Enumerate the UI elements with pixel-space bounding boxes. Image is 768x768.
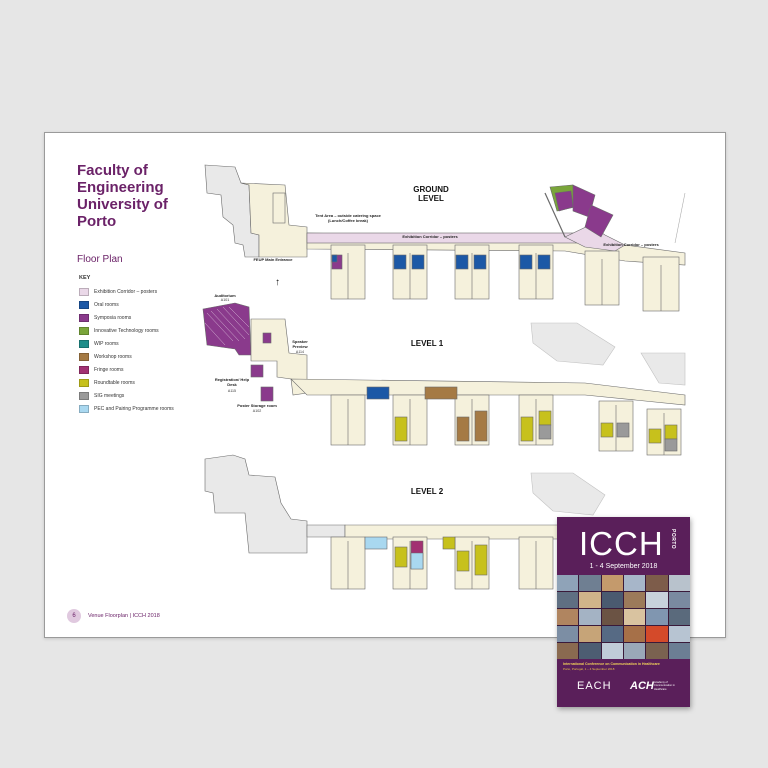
mosaic-tile <box>668 643 690 659</box>
legend-item: Symposia rooms <box>79 311 174 324</box>
mosaic-tile <box>557 643 579 659</box>
entrance-arrow-icon: ↑ <box>275 277 280 288</box>
legend-swatch <box>79 287 89 296</box>
mosaic-tile <box>557 575 579 591</box>
legend-swatch <box>79 313 89 322</box>
mosaic-tile <box>624 643 646 659</box>
footer-text: Venue Floorplan | ICCH 2018 <box>88 613 160 619</box>
mosaic-tile <box>668 592 690 608</box>
page-footer: 6 Venue Floorplan | ICCH 2018 <box>67 609 160 623</box>
registration-code: A115 <box>227 389 237 393</box>
mosaic-tile <box>579 575 601 591</box>
mosaic-tile <box>601 609 623 625</box>
mosaic-tile <box>579 592 601 608</box>
page-subtitle: Floor Plan <box>77 254 123 265</box>
legend-item: Oral rooms <box>79 298 174 311</box>
mosaic-tile <box>668 609 690 625</box>
tent-area-label: Tent Area – outside catering space (Lunc… <box>315 213 381 223</box>
booklet-title: ICCH <box>579 525 664 562</box>
legend-swatch <box>79 378 89 387</box>
mosaic-tile <box>646 575 668 591</box>
speaker-preview-label: Speaker Preview <box>292 339 308 349</box>
mosaic-tile <box>579 643 601 659</box>
legend-swatch <box>79 404 89 413</box>
mosaic-tile <box>624 626 646 642</box>
floor-plan-drawing <box>202 164 686 590</box>
legend-swatch <box>79 339 89 348</box>
mosaic-tile <box>624 609 646 625</box>
corridor-label-east: Exhibition Corridor – posters <box>603 242 659 247</box>
legend-item: Workshop rooms <box>79 350 174 363</box>
registration-label: Registration/ Help Desk <box>214 377 250 387</box>
main-entrance-label: FEUP Main Entrance <box>253 257 293 262</box>
photo-mosaic <box>557 575 690 659</box>
legend-swatch <box>79 300 89 309</box>
legend-item: WIP rooms <box>79 337 174 350</box>
mosaic-tile <box>579 609 601 625</box>
ground-level-label: GROUND LEVEL <box>413 185 449 203</box>
page-number: 6 <box>67 609 81 623</box>
mosaic-tile <box>668 575 690 591</box>
mosaic-tile <box>601 643 623 659</box>
each-logo: EACH <box>577 680 612 692</box>
mosaic-tile <box>557 626 579 642</box>
mosaic-tile <box>624 592 646 608</box>
corridor-label: Exhibition Corridor – posters <box>402 234 458 239</box>
mosaic-tile <box>579 626 601 642</box>
ach-subtitle: Academy of Communication in Healthcare <box>654 681 675 691</box>
booklet-conference-name: International Conference on Communicatio… <box>563 662 660 666</box>
mosaic-tile <box>557 592 579 608</box>
mosaic-tile <box>668 626 690 642</box>
key-heading: KEY <box>79 275 91 281</box>
mosaic-tile <box>601 626 623 642</box>
mosaic-tile <box>601 575 623 591</box>
legend-item: Exhibition Corridor – posters <box>79 285 174 298</box>
page-title: Faculty of Engineering University of Por… <box>77 162 168 230</box>
mosaic-tile <box>557 609 579 625</box>
ground-level-plan <box>204 164 686 312</box>
legend-swatch <box>79 326 89 335</box>
auditorium-label: Auditorium <box>214 293 236 298</box>
auditorium-code: A101 <box>220 298 230 302</box>
legend-item: Fringe rooms <box>79 363 174 376</box>
poster-storage-label: Poster Storage room <box>237 403 277 408</box>
legend: Exhibition Corridor – posters Oral rooms… <box>79 285 174 415</box>
level-1-label: LEVEL 1 <box>410 339 444 348</box>
poster-storage-code: A102 <box>252 409 262 413</box>
mosaic-tile <box>646 626 668 642</box>
legend-swatch <box>79 391 89 400</box>
legend-item: PEC and Pairing Programme rooms <box>79 402 174 415</box>
legend-swatch <box>79 352 89 361</box>
mosaic-tile <box>601 592 623 608</box>
ach-logo: ACH <box>630 680 654 692</box>
level-2-label: LEVEL 2 <box>410 487 444 496</box>
booklet-porto: PORTO <box>670 529 676 550</box>
booklet-place: Porto, Portugal, 1 – 4 September 2018 <box>563 667 615 671</box>
programme-booklet-cover: ICCH PORTO 1 - 4 September 2018 Intern <box>557 517 690 707</box>
legend-item: Innovative Technology rooms <box>79 324 174 337</box>
legend-swatch <box>79 365 89 374</box>
mosaic-tile <box>624 575 646 591</box>
legend-item: SIG meetings <box>79 389 174 402</box>
level-1-plan <box>202 302 686 456</box>
mosaic-tile <box>646 643 668 659</box>
speaker-preview-code: A114 <box>295 350 305 354</box>
booklet-dates: 1 - 4 September 2018 <box>589 563 658 570</box>
mosaic-tile <box>646 592 668 608</box>
mosaic-tile <box>646 609 668 625</box>
level-2-plan <box>204 454 606 590</box>
legend-item: Roundtable rooms <box>79 376 174 389</box>
floor-plan-sheet: Faculty of Engineering University of Por… <box>44 132 726 638</box>
